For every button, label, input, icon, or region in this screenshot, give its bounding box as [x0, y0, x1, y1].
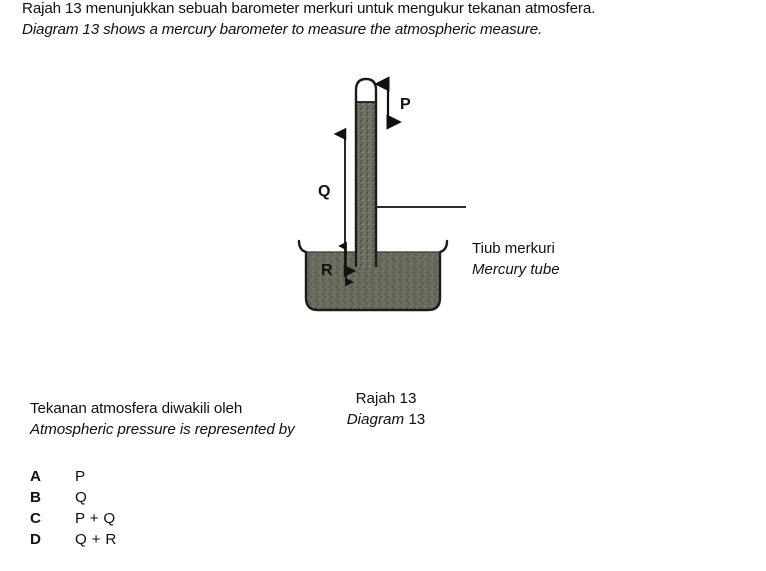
- stem-text-malay: Rajah 13 menunjukkan sebuah barometer me…: [22, 0, 596, 17]
- dimension-label-p: P: [400, 96, 411, 113]
- figure-caption-malay: Rajah 13: [355, 390, 417, 407]
- option-d[interactable]: D Q + R: [30, 529, 330, 550]
- option-d-key: D: [30, 531, 41, 548]
- option-b[interactable]: B Q: [30, 487, 330, 508]
- dimension-p: P: [374, 76, 411, 130]
- dimension-r: R: [321, 241, 354, 287]
- option-b-value: Q: [75, 489, 88, 506]
- question-stem: Rajah 13 menunjukkan sebuah barometer me…: [22, 0, 752, 40]
- option-c-value: P + Q: [75, 510, 116, 527]
- callout-mercury-tube: Tiub merkuri Mercury tube: [472, 238, 692, 280]
- question-lead-in: Tekanan atmosfera diwakili oleh Atmosphe…: [30, 398, 550, 440]
- callout-text-malay: Tiub merkuri: [472, 240, 555, 257]
- option-b-key: B: [30, 489, 41, 506]
- dimension-label-r: R: [321, 262, 333, 279]
- dimension-q: Q: [318, 127, 357, 278]
- figure-caption-english-number: 13: [408, 411, 426, 428]
- figure-caption-english: Diagram 13: [266, 409, 506, 430]
- callout-text-english: Mercury tube: [472, 261, 560, 278]
- option-a-value: P: [75, 468, 86, 485]
- barometer-illustration: P Q R: [297, 76, 466, 312]
- answer-options: A P B Q C P + Q D Q + R: [30, 466, 330, 550]
- dimension-label-q: Q: [318, 183, 330, 200]
- option-a-key: A: [30, 468, 41, 485]
- stem-text-english: Diagram 13 shows a mercury barometer to …: [22, 21, 543, 38]
- barometer-diagram: P Q R Tiub merkuri Mercury tube Rajah 13…: [0, 60, 766, 428]
- option-a[interactable]: A P: [30, 466, 330, 487]
- option-c-key: C: [30, 510, 41, 527]
- lead-text-english: Atmospheric pressure is represented by: [30, 421, 295, 438]
- mercury-tube: [354, 77, 378, 267]
- option-c[interactable]: C P + Q: [30, 508, 330, 529]
- lead-text-malay: Tekanan atmosfera diwakili oleh: [30, 400, 243, 417]
- option-d-value: Q + R: [75, 531, 117, 548]
- figure-caption-english-word: Diagram: [346, 411, 405, 428]
- figure-caption: Rajah 13 Diagram 13: [266, 388, 506, 430]
